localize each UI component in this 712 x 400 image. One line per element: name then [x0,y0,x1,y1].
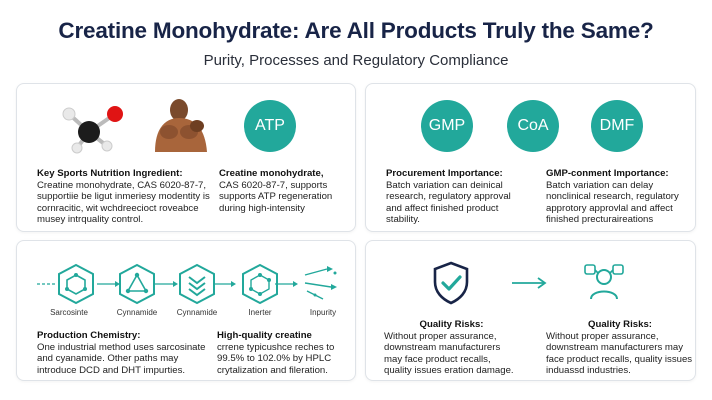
flow-label: Inpurity [309,308,337,317]
page-subtitle: Purity, Processes and Regulatory Complia… [203,52,509,69]
chemistry-left-text: Production Chemistry: One industrial met… [37,330,217,376]
hexagon-network-icon [242,263,278,305]
chemistry-left-heading: Production Chemistry: [37,330,141,341]
ingredient-left-text: Key Sports Nutrition Ingredient: Creatin… [37,168,217,226]
text-line: Creatine monohydrate, CAS 6020-87-7, [37,179,207,191]
ingredient-right-heading: Creatine monohydrate, [219,168,324,179]
text-line: supportiie be ligut inmeriesy modentity … [37,191,210,203]
risks-right-heading: Quality Risks: [588,319,652,330]
triangle-molecule-icon [119,263,155,305]
shield-check-icon [433,261,469,305]
coa-circle: CoA [507,100,559,152]
flow-label: Cynnamide [116,308,158,317]
text-line: musey intrquality control. [37,214,144,226]
procurement-right-text: GMP-conment Importance: Batch variation … [546,168,694,226]
procurement-left-heading: Procurement Importance: [386,168,503,179]
hexagon-molecule-icon [58,263,94,305]
dmf-circle: DMF [591,100,643,152]
text-line: One industrial method uses sarcosinate [37,341,206,353]
text-line: stability. [386,214,420,226]
flow-label: Inerter [248,308,272,317]
text-line: finished precturaireations [546,214,654,226]
text-line: may face product recalls, [384,353,491,365]
risks-left-text: Quality Risks: Without proper assurance,… [384,319,519,377]
text-line: supports ATP regeneration [219,191,333,203]
text-line: cornracitic, wit wchdreecioct roveabce [37,202,199,214]
text-line: 99.5% to 102.0% by HPLC [217,353,332,365]
text-line: Without proper assurance, [546,330,659,342]
text-line: downstream manufacturers [384,342,501,354]
procurement-right-heading: GMP-conment Importance: [546,168,669,179]
flow-label: Sarcosinte [50,308,88,317]
risks-card: Quality Risks: Without proper assurance,… [365,240,696,381]
text-line: quality issues eration damage. [384,365,514,377]
text-line: Batch variation can deinical [386,179,503,191]
text-line: downstream manufacturers may [546,342,684,354]
flow-label: Cynnamide [176,308,218,317]
text-line: approtory approvlal and affect [546,202,673,214]
risks-left-heading: Quality Risks: [419,319,484,330]
text-line: and cyanamide. Other paths may [37,353,179,365]
ingredient-right-text: Creatine monohydrate, CAS 6020-87-7, sup… [219,168,353,214]
stacked-chevron-icon [179,263,215,305]
text-line: nonclinical research, regulatory [546,191,679,203]
text-line: introduce DCD and DHT impurties. [37,364,186,376]
chemistry-card: Sarcosinte Cynnamide Cynnamide Inerter I… [16,240,356,381]
process-flow-diagram [37,281,298,287]
text-line: research, regulatory approval [386,191,511,203]
impurity-scatter-icon [304,266,337,300]
gmp-circle: GMP [421,100,473,152]
text-line: crytalization and fileration. [217,364,328,376]
ingredient-left-heading: Key Sports Nutrition Ingredient: [37,168,183,179]
text-line: induassd industries. [546,365,631,377]
right-arrow-icon [512,277,547,289]
text-line: during high-intensity [219,202,305,214]
athlete-photo [149,96,211,152]
text-line: crrene typicushce reches to [217,341,335,353]
creatine-molecule-icon [62,106,123,154]
risks-right-text: Quality Risks: Without proper assurance,… [546,319,694,377]
text-line: CAS 6020-87-7, supports [219,179,328,191]
text-line: Without proper assurance, [384,330,497,342]
procurement-left-text: Procurement Importance: Batch variation … [386,168,536,226]
chemistry-right-text: High-quality creatine crrene typicushce … [217,330,353,376]
page-title: Creatine Monohydrate: Are All Products T… [58,18,654,43]
procurement-card: GMP CoA DMF Procurement Importance: Batc… [365,83,696,232]
text-line: and affect finished product [386,202,499,214]
chemistry-right-heading: High-quality creatine [217,330,312,341]
ingredient-card: ATP Key Sports Nutrition Ingredient: Cre… [16,83,356,232]
text-line: face product recalls, quality issues [546,353,693,365]
text-line: Batch variation can delay [546,179,654,191]
team-group-icon [584,264,624,300]
atp-circle: ATP [244,100,296,152]
